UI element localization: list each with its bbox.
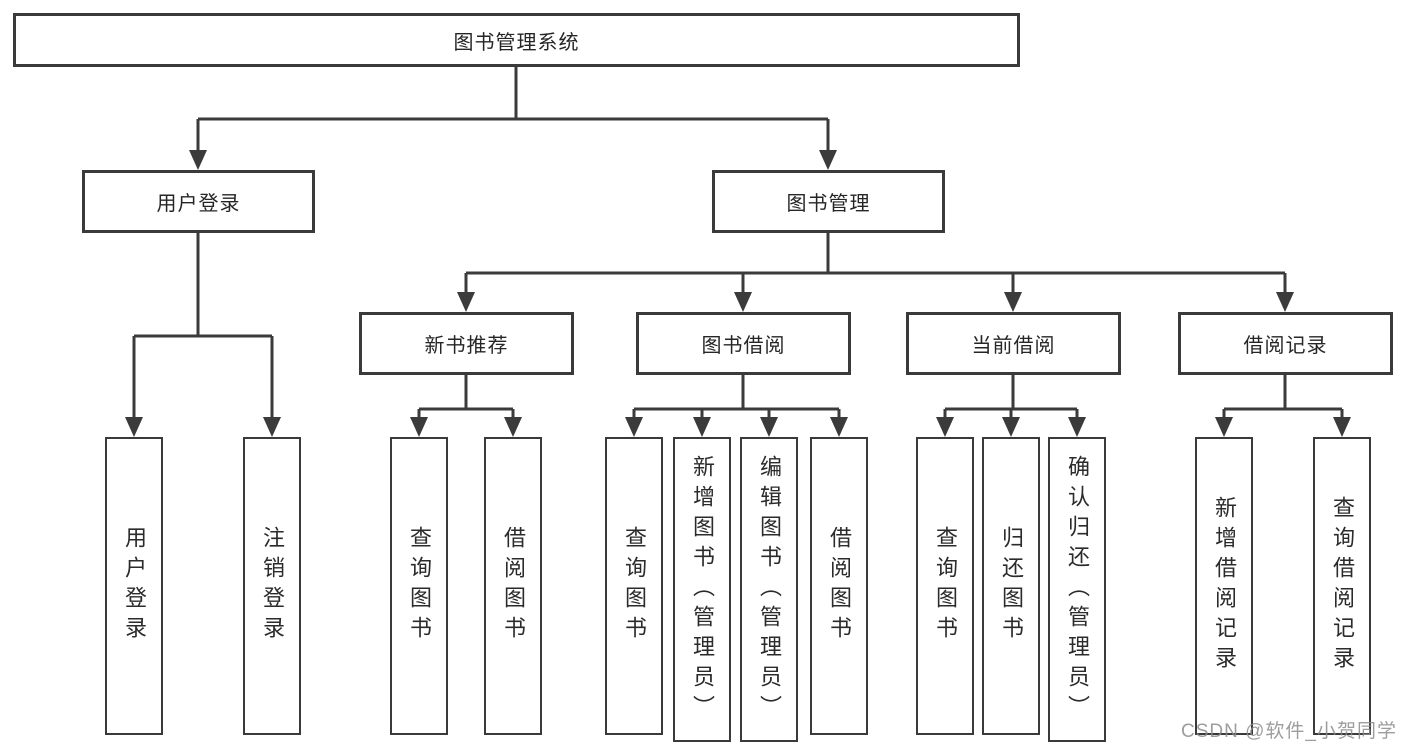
watermark-text: CSDN @软件_小贺同学	[1181, 721, 1397, 742]
leaf-query-borrow-record-label: 查询借阅记录	[1330, 496, 1355, 676]
leaf-borrow-books-2: 借阅图书	[810, 437, 868, 735]
leaf-query-books-1: 查询图书	[390, 437, 448, 735]
leaf-user-login: 用户登录	[105, 437, 163, 735]
node-current-borrow-label: 当前借阅	[971, 335, 1056, 357]
leaf-edit-books-admin: 编辑图书（管理员）	[740, 437, 798, 742]
leaf-logout-label: 注销登录	[260, 526, 285, 646]
node-new-book-recommend: 新书推荐	[359, 312, 574, 375]
leaf-return-books-label: 归还图书	[999, 526, 1024, 646]
leaf-add-borrow-record: 新增借阅记录	[1195, 437, 1253, 735]
branch-book-management-label: 图书管理	[786, 193, 871, 215]
leaf-borrow-books-2-label: 借阅图书	[827, 526, 852, 646]
node-borrow-records-label: 借阅记录	[1243, 335, 1328, 357]
node-borrow-records: 借阅记录	[1178, 312, 1393, 375]
node-new-book-recommend-label: 新书推荐	[424, 335, 509, 357]
root-node-library-management-system: 图书管理系统	[13, 13, 1020, 67]
leaf-query-books-2: 查询图书	[605, 437, 663, 735]
leaf-borrow-books-1-label: 借阅图书	[501, 526, 526, 646]
leaf-query-books-3-label: 查询图书	[933, 526, 958, 646]
branch-book-management: 图书管理	[712, 170, 945, 233]
leaf-query-books-3: 查询图书	[916, 437, 974, 735]
leaf-return-books: 归还图书	[982, 437, 1040, 735]
leaf-confirm-return-admin-label: 确认归还（管理员）	[1065, 454, 1090, 725]
leaf-add-borrow-record-label: 新增借阅记录	[1212, 496, 1237, 676]
branch-user-login-label: 用户登录	[156, 193, 241, 215]
node-book-borrow-label: 图书借阅	[701, 335, 786, 357]
leaf-query-books-1-label: 查询图书	[407, 526, 432, 646]
leaf-edit-books-admin-label: 编辑图书（管理员）	[757, 454, 782, 725]
branch-user-login: 用户登录	[82, 170, 315, 233]
root-node-label: 图书管理系统	[453, 31, 580, 54]
node-current-borrow: 当前借阅	[906, 312, 1121, 375]
leaf-confirm-return-admin: 确认归还（管理员）	[1048, 437, 1106, 742]
leaf-add-books-admin: 新增图书（管理员）	[673, 437, 731, 742]
leaf-borrow-books-1: 借阅图书	[484, 437, 542, 735]
leaf-add-books-admin-label: 新增图书（管理员）	[690, 454, 715, 725]
node-book-borrow: 图书借阅	[636, 312, 851, 375]
leaf-query-borrow-record: 查询借阅记录	[1313, 437, 1371, 735]
leaf-query-books-2-label: 查询图书	[622, 526, 647, 646]
leaf-logout: 注销登录	[243, 437, 301, 735]
leaf-user-login-label: 用户登录	[122, 526, 147, 646]
